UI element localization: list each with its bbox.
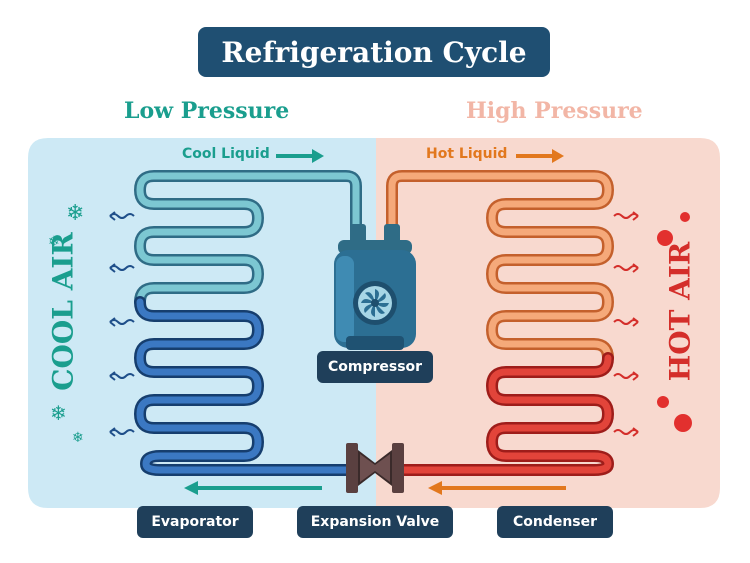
compressor-label: Compressor bbox=[317, 351, 433, 383]
wave-arrow-head bbox=[632, 371, 639, 381]
wave-arrow-head bbox=[109, 371, 116, 381]
snowflake-icon: ❄ bbox=[66, 201, 84, 226]
heat-bubble-icons bbox=[657, 212, 692, 432]
hot-air-label: HOT AIR bbox=[663, 241, 697, 382]
snowflake-icons: ❄ ❄ ❄ ❄ bbox=[48, 201, 84, 446]
low-pressure-heading: Low Pressure bbox=[124, 98, 290, 124]
wave-arrow-head bbox=[632, 427, 639, 437]
heat-bubble-icon bbox=[674, 414, 692, 432]
high-pressure-heading: High Pressure bbox=[466, 98, 643, 124]
wave-arrow-head bbox=[632, 317, 639, 327]
snowflake-icon: ❄ bbox=[50, 401, 67, 425]
page-title: Refrigeration Cycle bbox=[198, 27, 550, 77]
compressor-unit bbox=[334, 224, 416, 350]
evaporator-label: Evaporator bbox=[137, 506, 253, 538]
snowflake-icon: ❄ bbox=[48, 234, 60, 250]
hot-air-wave-arrows bbox=[613, 211, 639, 437]
cool-air-wave-arrows bbox=[109, 211, 135, 437]
heat-bubble-icon bbox=[680, 212, 690, 222]
fan-icon bbox=[361, 289, 389, 317]
cool-air-label: COOL AIR bbox=[46, 232, 80, 391]
hot-liquid-label: Hot Liquid bbox=[426, 146, 508, 162]
wave-arrow-head bbox=[632, 211, 639, 221]
wave-arrow-head bbox=[109, 427, 116, 437]
expansion-valve-label: Expansion Valve bbox=[297, 506, 453, 538]
condenser-label: Condenser bbox=[497, 506, 613, 538]
condenser-flow-arrow bbox=[428, 481, 566, 495]
cool-liquid-label: Cool Liquid bbox=[182, 146, 270, 162]
heat-bubble-icon bbox=[657, 396, 669, 408]
wave-arrow-head bbox=[109, 211, 116, 221]
wave-arrow-head bbox=[632, 263, 639, 273]
snowflake-icon: ❄ bbox=[72, 430, 84, 446]
heat-bubble-icon bbox=[657, 230, 673, 246]
hot-liquid-arrow bbox=[516, 149, 564, 163]
expansion-valve-unit bbox=[346, 443, 404, 493]
low-pressure-panel bbox=[28, 138, 376, 508]
wave-arrow-head bbox=[109, 263, 116, 273]
evaporator-flow-arrow bbox=[184, 481, 322, 495]
wave-arrow-head bbox=[109, 317, 116, 327]
high-pressure-panel bbox=[376, 138, 720, 508]
cool-liquid-arrow bbox=[276, 149, 324, 163]
